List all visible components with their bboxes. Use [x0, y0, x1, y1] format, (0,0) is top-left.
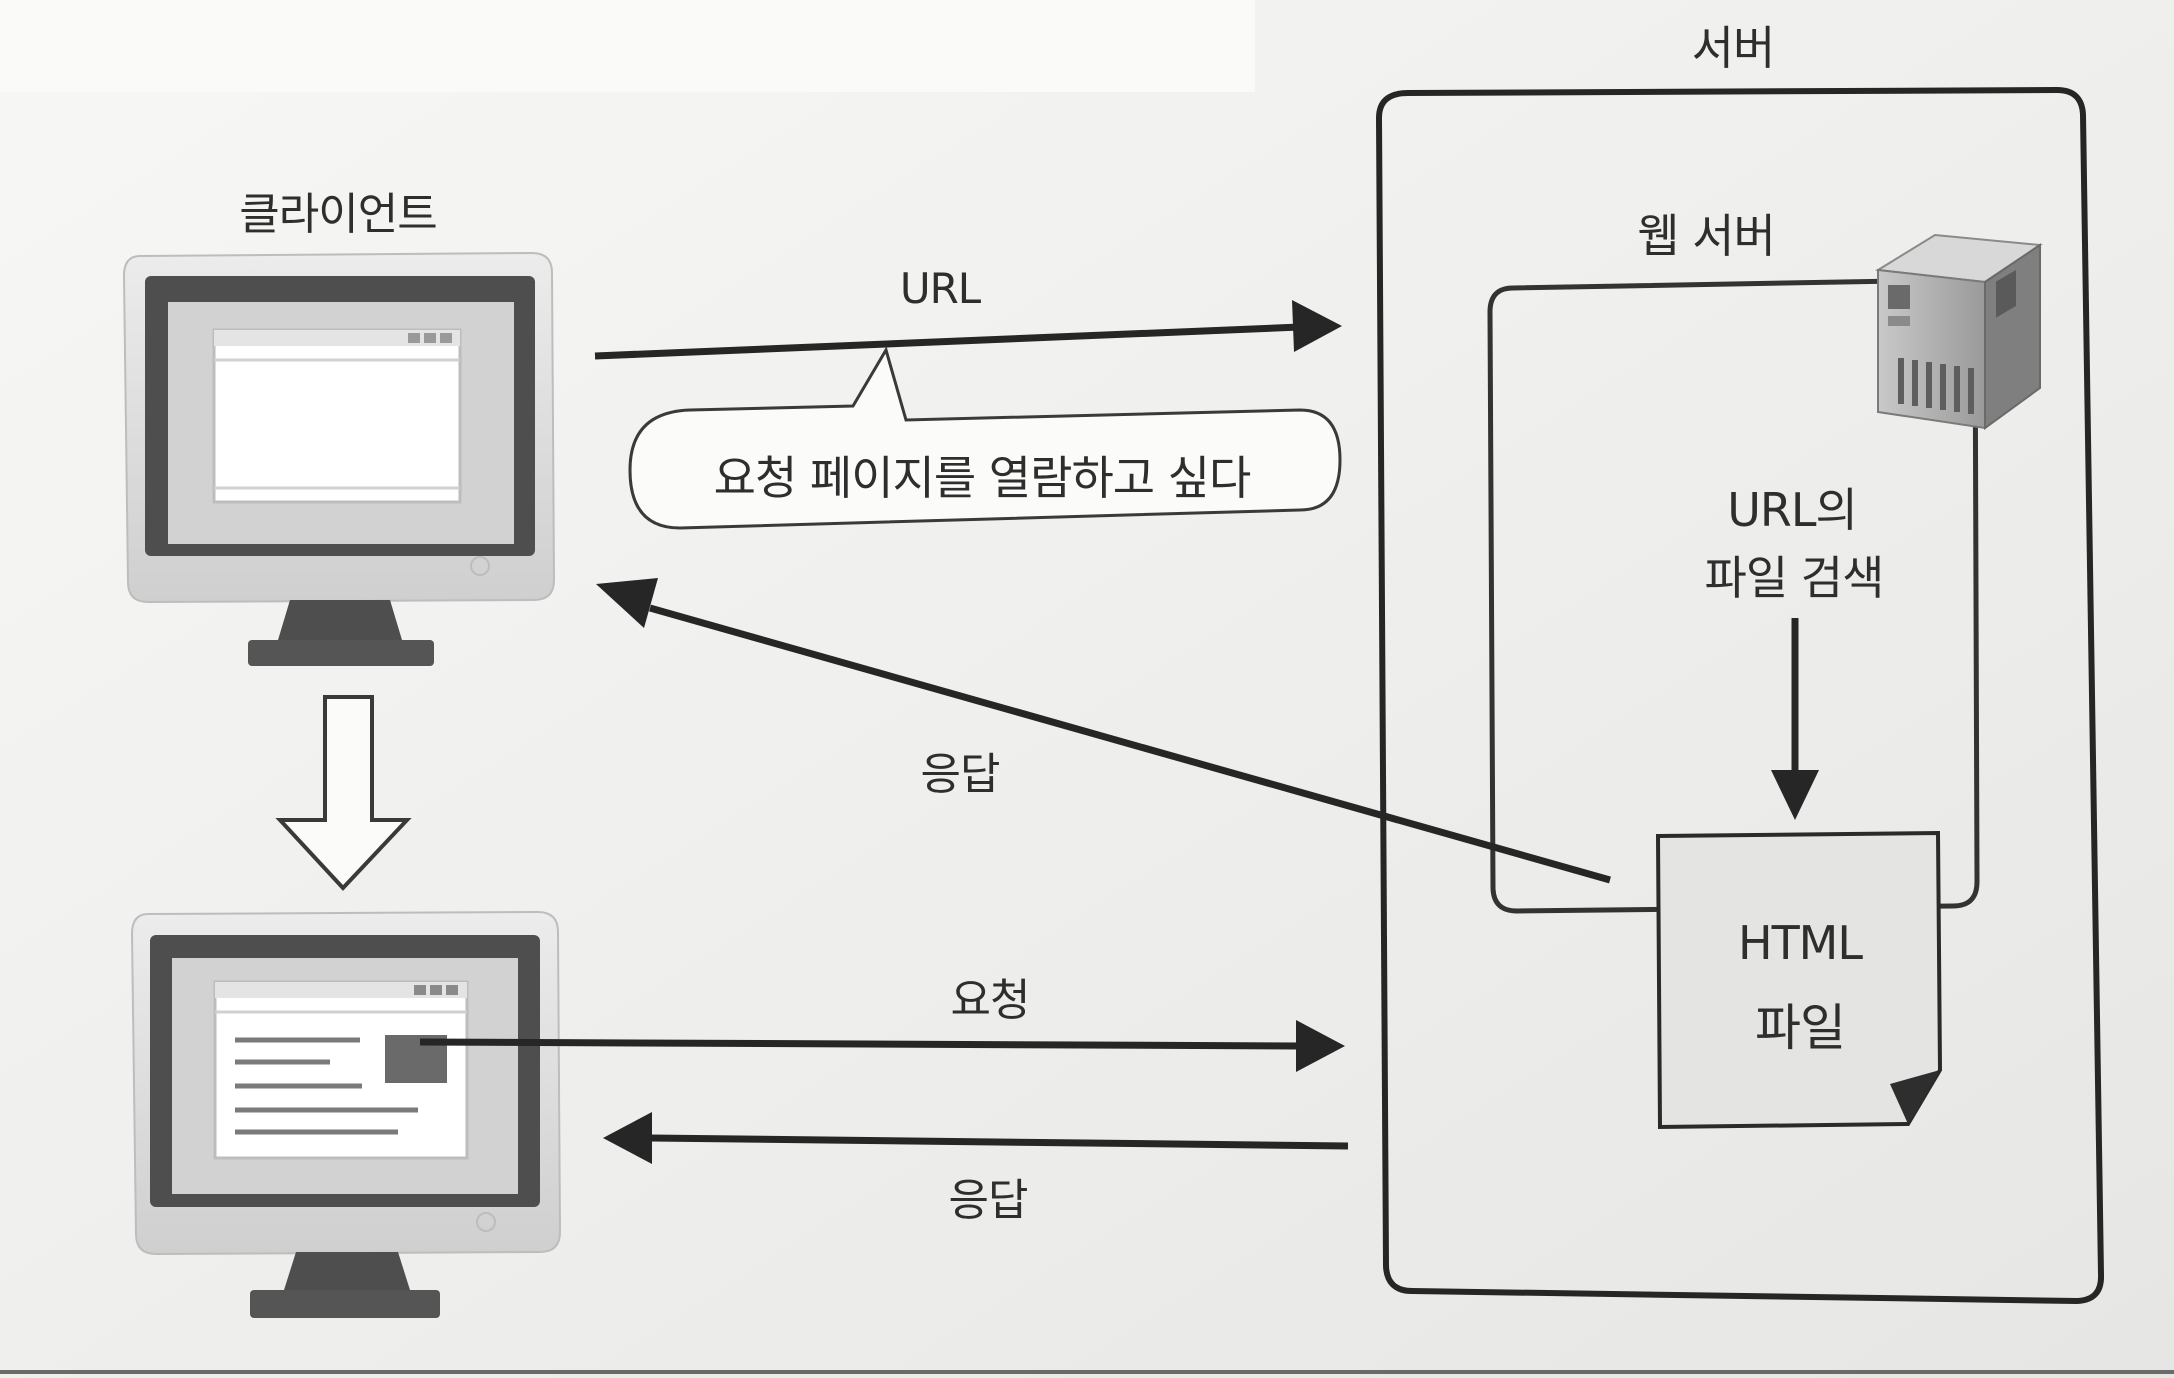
response-label-bottom: 응답 — [948, 1175, 1029, 1226]
url-arrow-label: URL — [899, 264, 981, 313]
web-server-label: 웹 서버 — [1637, 209, 1776, 263]
client-label: 클라이언트 — [239, 189, 437, 240]
search-label-line1: URL의 — [1727, 483, 1858, 537]
request-label: 요청 — [950, 975, 1031, 1026]
transition-hollow-arrow — [275, 695, 412, 891]
callout-bubble — [628, 346, 1342, 530]
callout-text: 요청 페이지를 열람하고 싶다 — [713, 451, 1252, 505]
html-file-label-line1: HTML — [1737, 916, 1863, 970]
response-arrow-top — [596, 578, 1611, 884]
client-monitor-top — [122, 251, 556, 666]
html-file-label-line2: 파일 — [1755, 999, 1846, 1057]
search-to-file-arrow — [1771, 618, 1819, 820]
server-label: 서버 — [1691, 21, 1776, 75]
html-file-icon — [1655, 830, 1943, 1130]
server-tower-icon — [1874, 233, 2043, 430]
paper-bright-patch — [0, 0, 1255, 92]
search-label-line2: 파일 검색 — [1704, 551, 1885, 605]
request-arrow-bottom — [419, 1020, 1345, 1072]
client-monitor-bottom — [130, 910, 562, 1318]
server-box — [1375, 86, 2105, 1305]
url-request-arrow — [594, 300, 1342, 360]
response-arrow-bottom — [603, 1112, 1349, 1164]
response-label-top: 응답 — [920, 749, 1001, 800]
